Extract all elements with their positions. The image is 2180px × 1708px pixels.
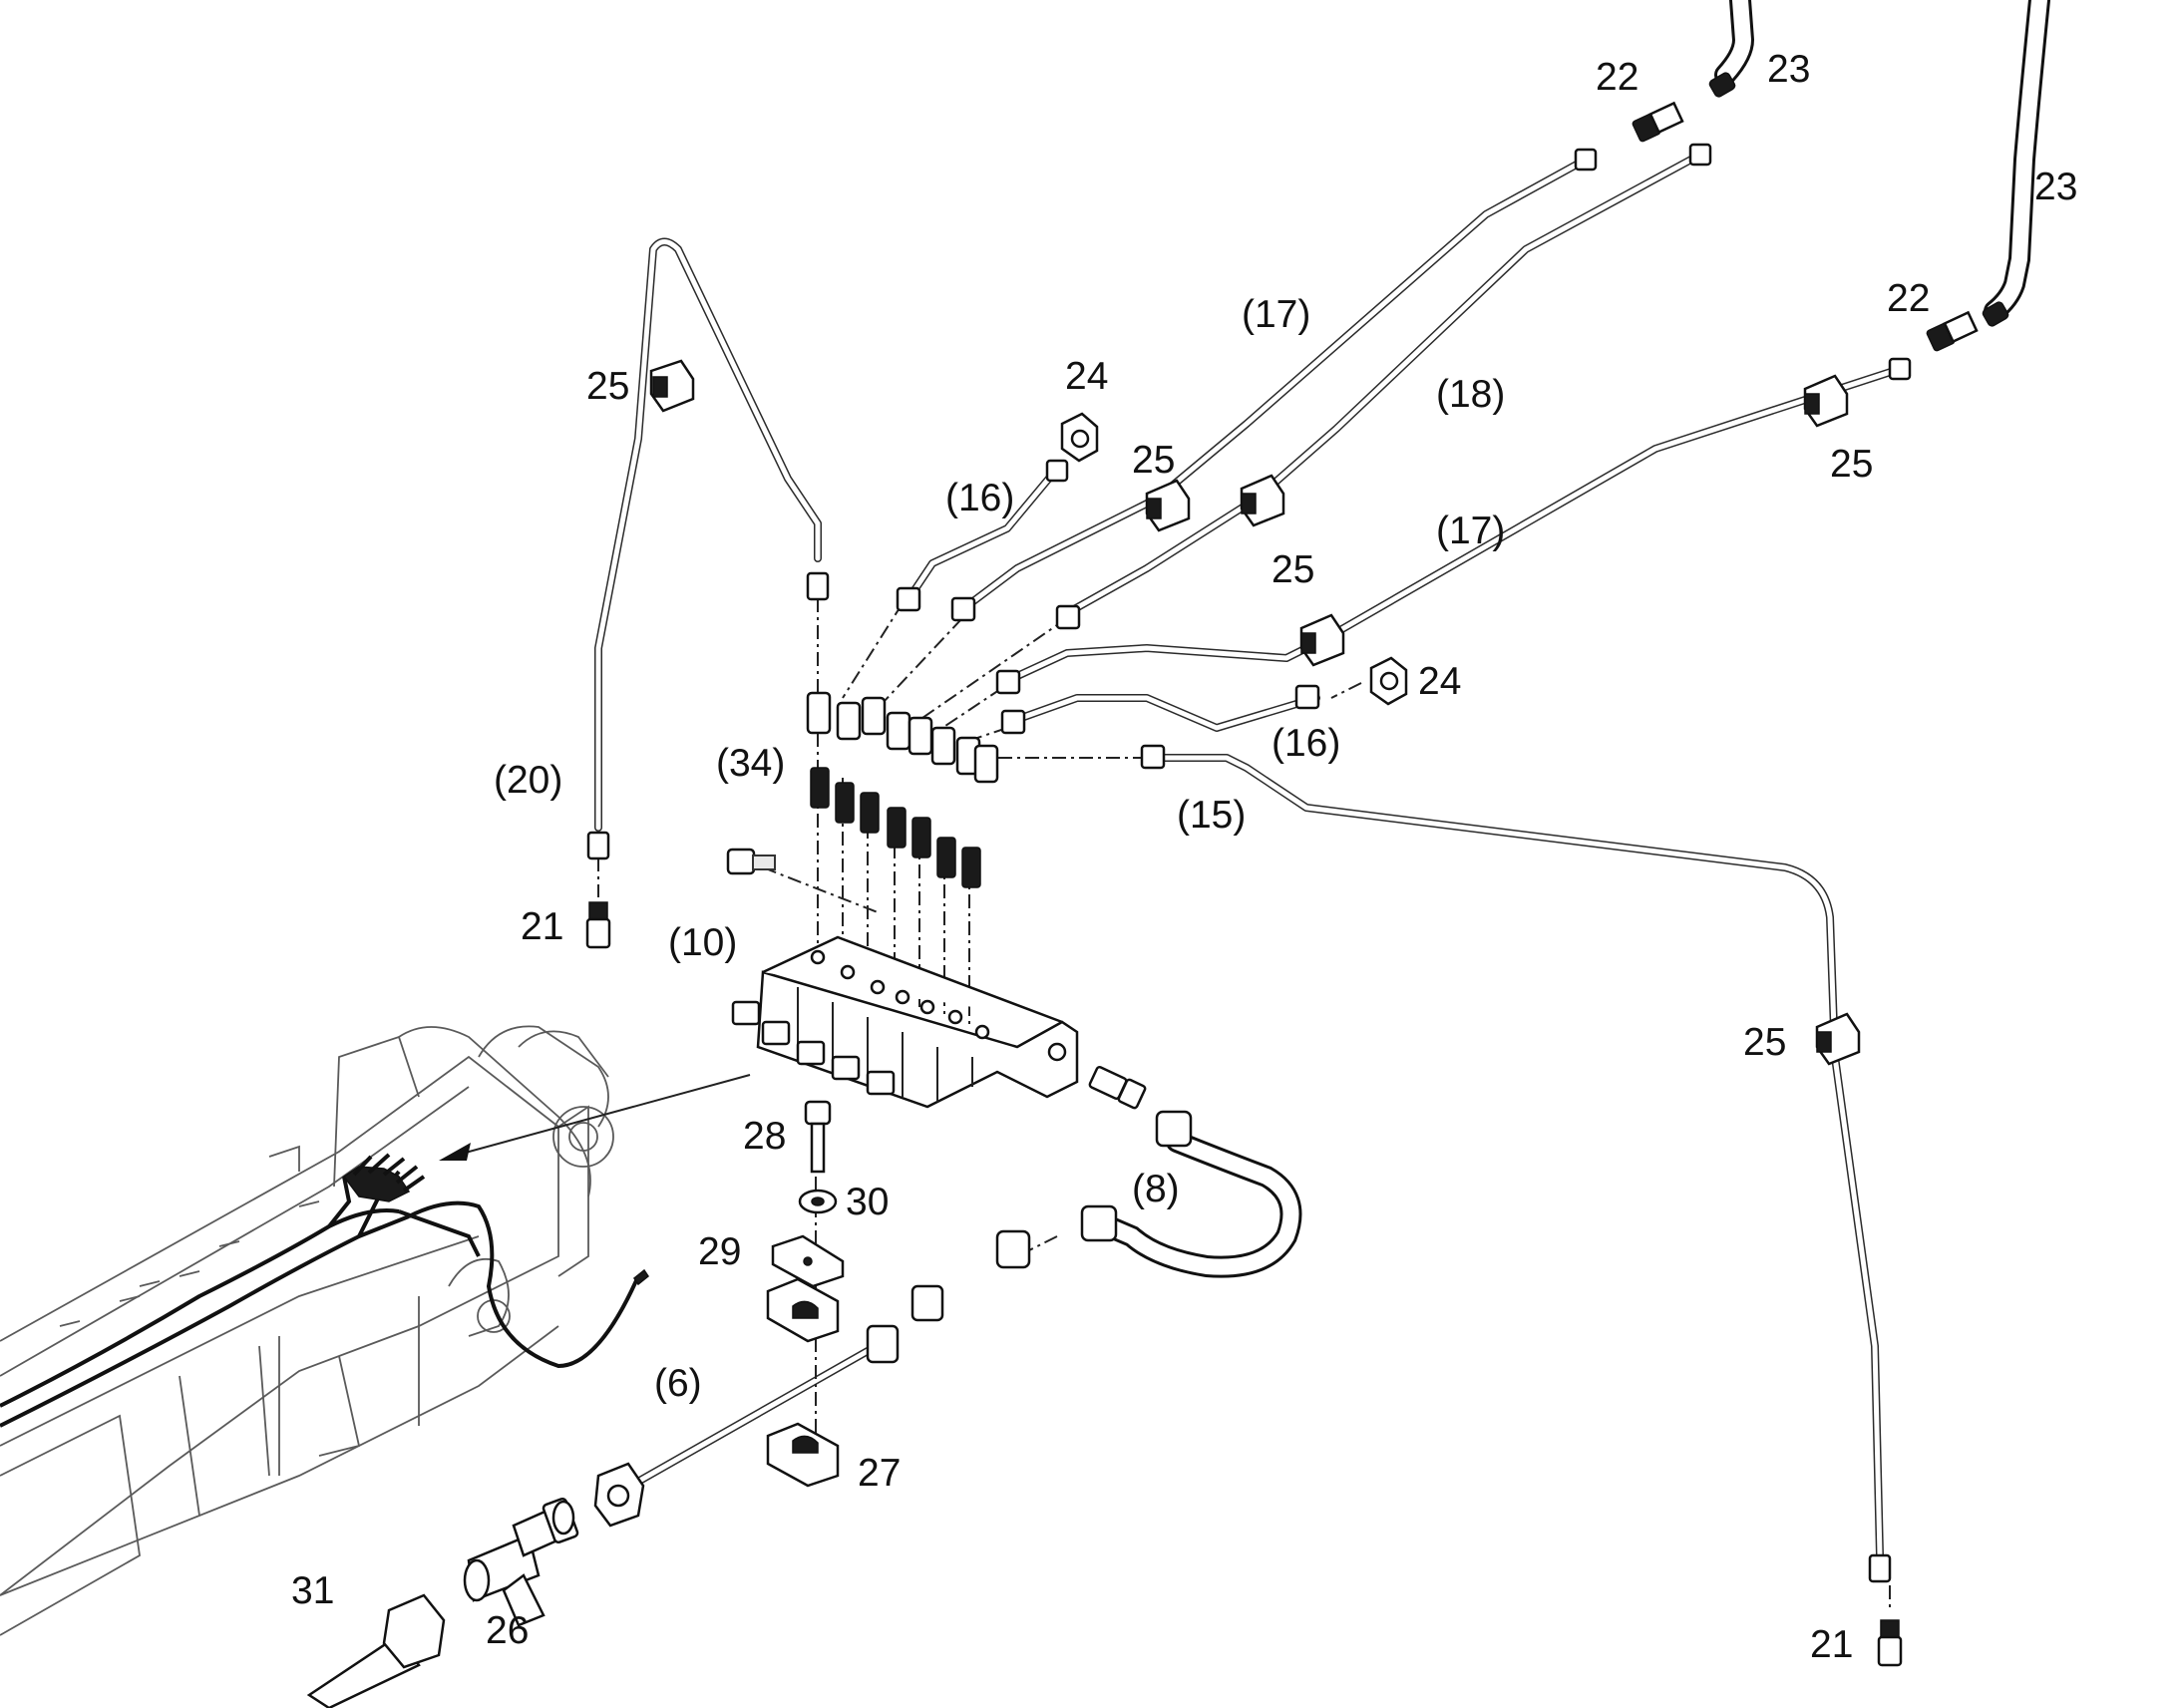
elbow-fittings-row — [806, 691, 999, 784]
fitting-22-top — [1632, 101, 1684, 143]
nut-31 — [306, 1593, 446, 1708]
clamp-25-mid-2 — [1240, 474, 1285, 527]
clamp-25-bottom — [1815, 1012, 1861, 1066]
pipe-16-upper — [908, 465, 1061, 597]
label-29: 29 — [698, 1230, 741, 1273]
label-25-clamp-mid: 25 — [1132, 439, 1175, 482]
hose-23-right — [1984, 0, 2050, 322]
label-21-right: 21 — [1810, 1623, 1853, 1666]
label-17-lower: (17) — [1436, 510, 1505, 552]
label-17-upper: (17) — [1242, 293, 1310, 336]
label-24-lower: 24 — [1418, 660, 1461, 703]
label-28: 28 — [743, 1115, 786, 1158]
location-leader-arrow — [439, 1074, 751, 1161]
label-26: 26 — [486, 1609, 529, 1652]
cap-24-lower — [1369, 656, 1408, 706]
label-25-clamp-lower: 25 — [1272, 548, 1314, 591]
boom-arm — [0, 1025, 614, 1636]
label-16-lower: (16) — [1272, 722, 1340, 765]
valve-block-10 — [731, 935, 1079, 1109]
label-24-upper: 24 — [1065, 355, 1108, 398]
pipe-15 — [1148, 754, 1884, 1559]
label-31: 31 — [291, 1569, 334, 1612]
label-22-right: 22 — [1887, 277, 1930, 320]
label-18: (18) — [1436, 373, 1505, 416]
label-34: (34) — [716, 742, 785, 785]
fitting-21-left — [585, 901, 611, 949]
plug-fitting — [726, 848, 776, 875]
clamp-25-mid-1 — [1145, 479, 1191, 532]
fitting-22-right — [1926, 310, 1979, 352]
pipe-17-lower — [998, 365, 1904, 687]
cap-24-upper — [1060, 412, 1099, 463]
pipe-end-nuts — [586, 143, 1912, 1583]
hose-8 — [1086, 1131, 1302, 1278]
label-25-clamp-left: 25 — [586, 365, 629, 408]
clamp-half-upper — [766, 1277, 840, 1343]
label-25-clamp-bottom: 25 — [1743, 1021, 1786, 1064]
label-20: (20) — [494, 759, 562, 802]
washer-30 — [798, 1189, 838, 1214]
pipe-6-nuts — [593, 1462, 645, 1528]
label-10: (10) — [668, 921, 737, 964]
nut-23-right — [1982, 301, 2009, 327]
pipe-18 — [1063, 151, 1704, 617]
hose-23-left — [1714, 0, 1755, 86]
clamp-27 — [766, 1422, 840, 1488]
label-21-left: 21 — [521, 905, 563, 948]
label-27: 27 — [858, 1452, 901, 1495]
part-labels: 22 23 23 22 (17) (18) 25 24 25 (16) 25 (… — [291, 48, 2077, 1666]
hose-8-fittings — [866, 1066, 1193, 1364]
label-16-upper: (16) — [945, 477, 1014, 519]
label-25-clamp-right: 25 — [1830, 443, 1873, 486]
adapters-34 — [810, 767, 981, 888]
pipe-16-lower — [1003, 694, 1320, 732]
label-22-top: 22 — [1596, 56, 1638, 99]
clamp-25-left — [649, 359, 695, 413]
label-8: (8) — [1132, 1168, 1180, 1210]
pipe-6 — [609, 1347, 872, 1500]
wiring-harness — [0, 1153, 650, 1428]
tee-fitting-26 — [463, 1497, 579, 1627]
clamp-25-lower — [1299, 613, 1345, 667]
label-23-top: 23 — [1767, 48, 1810, 91]
clamp-25-right — [1803, 374, 1849, 428]
label-6: (6) — [654, 1362, 702, 1405]
fitting-21-right — [1877, 1619, 1903, 1667]
nut-23-top — [1708, 72, 1736, 98]
pipe-20 — [594, 237, 822, 832]
label-15: (15) — [1177, 794, 1246, 837]
pipe-17-upper — [953, 156, 1590, 617]
label-30: 30 — [846, 1181, 889, 1223]
bolt-28 — [804, 1100, 832, 1174]
label-23-right: 23 — [2034, 166, 2077, 208]
plate-29 — [771, 1234, 845, 1288]
